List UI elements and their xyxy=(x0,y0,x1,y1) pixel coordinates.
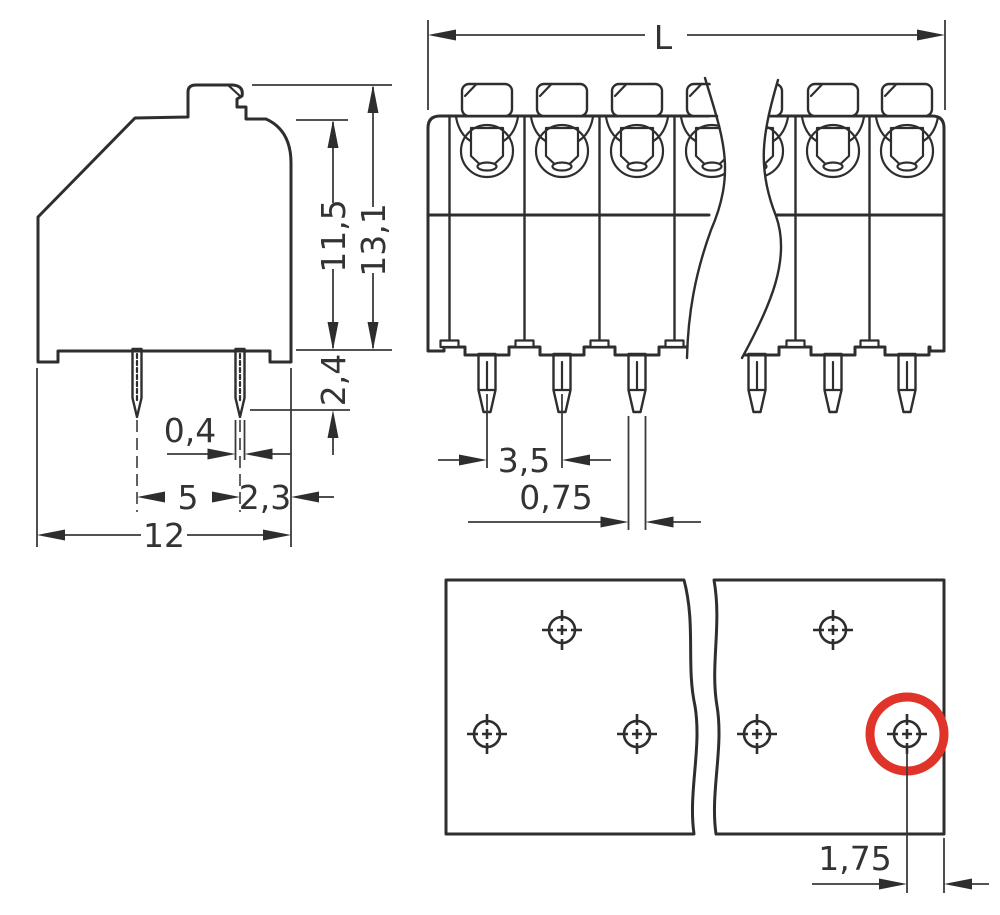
clamp-units-left xyxy=(439,82,726,349)
dim-label-pin-to-edge: 2,3 xyxy=(239,478,291,517)
clamp-unit xyxy=(454,82,520,179)
solder-pin xyxy=(897,352,917,414)
separator-notch xyxy=(711,341,729,348)
arrowhead xyxy=(137,491,165,503)
separator-notch xyxy=(859,339,880,349)
separator-notch xyxy=(514,339,535,349)
dim-label-pin-length: 2,4 xyxy=(314,354,353,406)
clamp-unit xyxy=(800,82,866,179)
clamp-unit xyxy=(529,82,595,179)
arrowhead xyxy=(367,322,379,350)
pcb-footprint: 1,75 xyxy=(444,578,989,893)
solder-pin xyxy=(747,352,767,414)
arrowhead xyxy=(917,29,945,41)
dim-label-pin-spacing: 5 xyxy=(178,478,199,517)
solder-pin xyxy=(823,352,843,414)
solder-pin xyxy=(234,347,246,419)
side-view-pins xyxy=(131,347,246,512)
arrowhead xyxy=(645,516,674,528)
pcb-panel-left xyxy=(444,578,699,836)
clamp-unit xyxy=(874,82,940,179)
arrowhead xyxy=(562,454,590,466)
separator-notch xyxy=(589,339,610,349)
dim-label-pole-pitch: 3,5 xyxy=(498,441,550,480)
break-line-left xyxy=(685,76,727,360)
clamp-unit xyxy=(604,82,670,179)
separator-notch xyxy=(664,339,685,349)
dim-label-pin-thickness: 0,4 xyxy=(164,411,216,450)
arrowhead xyxy=(263,529,291,541)
dim-label-body-height: 11,5 xyxy=(314,199,353,272)
solder-pin xyxy=(131,347,143,419)
arrowhead xyxy=(944,878,972,890)
separator-notch xyxy=(785,339,806,349)
arrowhead xyxy=(327,410,339,438)
dim-label-pin-width: 0,75 xyxy=(519,478,592,517)
separator-notch xyxy=(439,339,460,349)
pcb-panel-right xyxy=(712,578,946,836)
arrowhead xyxy=(327,322,339,350)
clamp-units-right xyxy=(711,82,940,349)
clamp-unit xyxy=(742,82,790,179)
side-view: 11,5 13,1 2,4 0,4 5 2,3 12 xyxy=(36,83,393,555)
arrowhead xyxy=(879,878,907,890)
front-view: L 3,5 0,75 xyxy=(426,18,946,530)
break-line-right xyxy=(740,78,783,360)
arrowhead xyxy=(367,85,379,113)
arrowhead xyxy=(291,491,319,503)
arrowhead xyxy=(37,529,65,541)
dim-label-total-height: 13,1 xyxy=(354,203,393,276)
arrowhead xyxy=(459,454,487,466)
arrowhead xyxy=(600,516,629,528)
arrowhead xyxy=(327,120,339,148)
dim-label-depth: 12 xyxy=(143,516,185,555)
latch-chamfer xyxy=(226,83,243,99)
dim-label-length: L xyxy=(654,18,673,57)
front-view-pins xyxy=(477,352,917,414)
arrowhead xyxy=(212,491,240,503)
arrowhead xyxy=(244,448,273,460)
arrowhead xyxy=(428,29,456,41)
arrowhead xyxy=(207,448,236,460)
dim-label-hole-to-edge: 1,75 xyxy=(818,839,891,878)
housing-outline xyxy=(36,83,293,364)
solder-pin xyxy=(627,352,647,414)
